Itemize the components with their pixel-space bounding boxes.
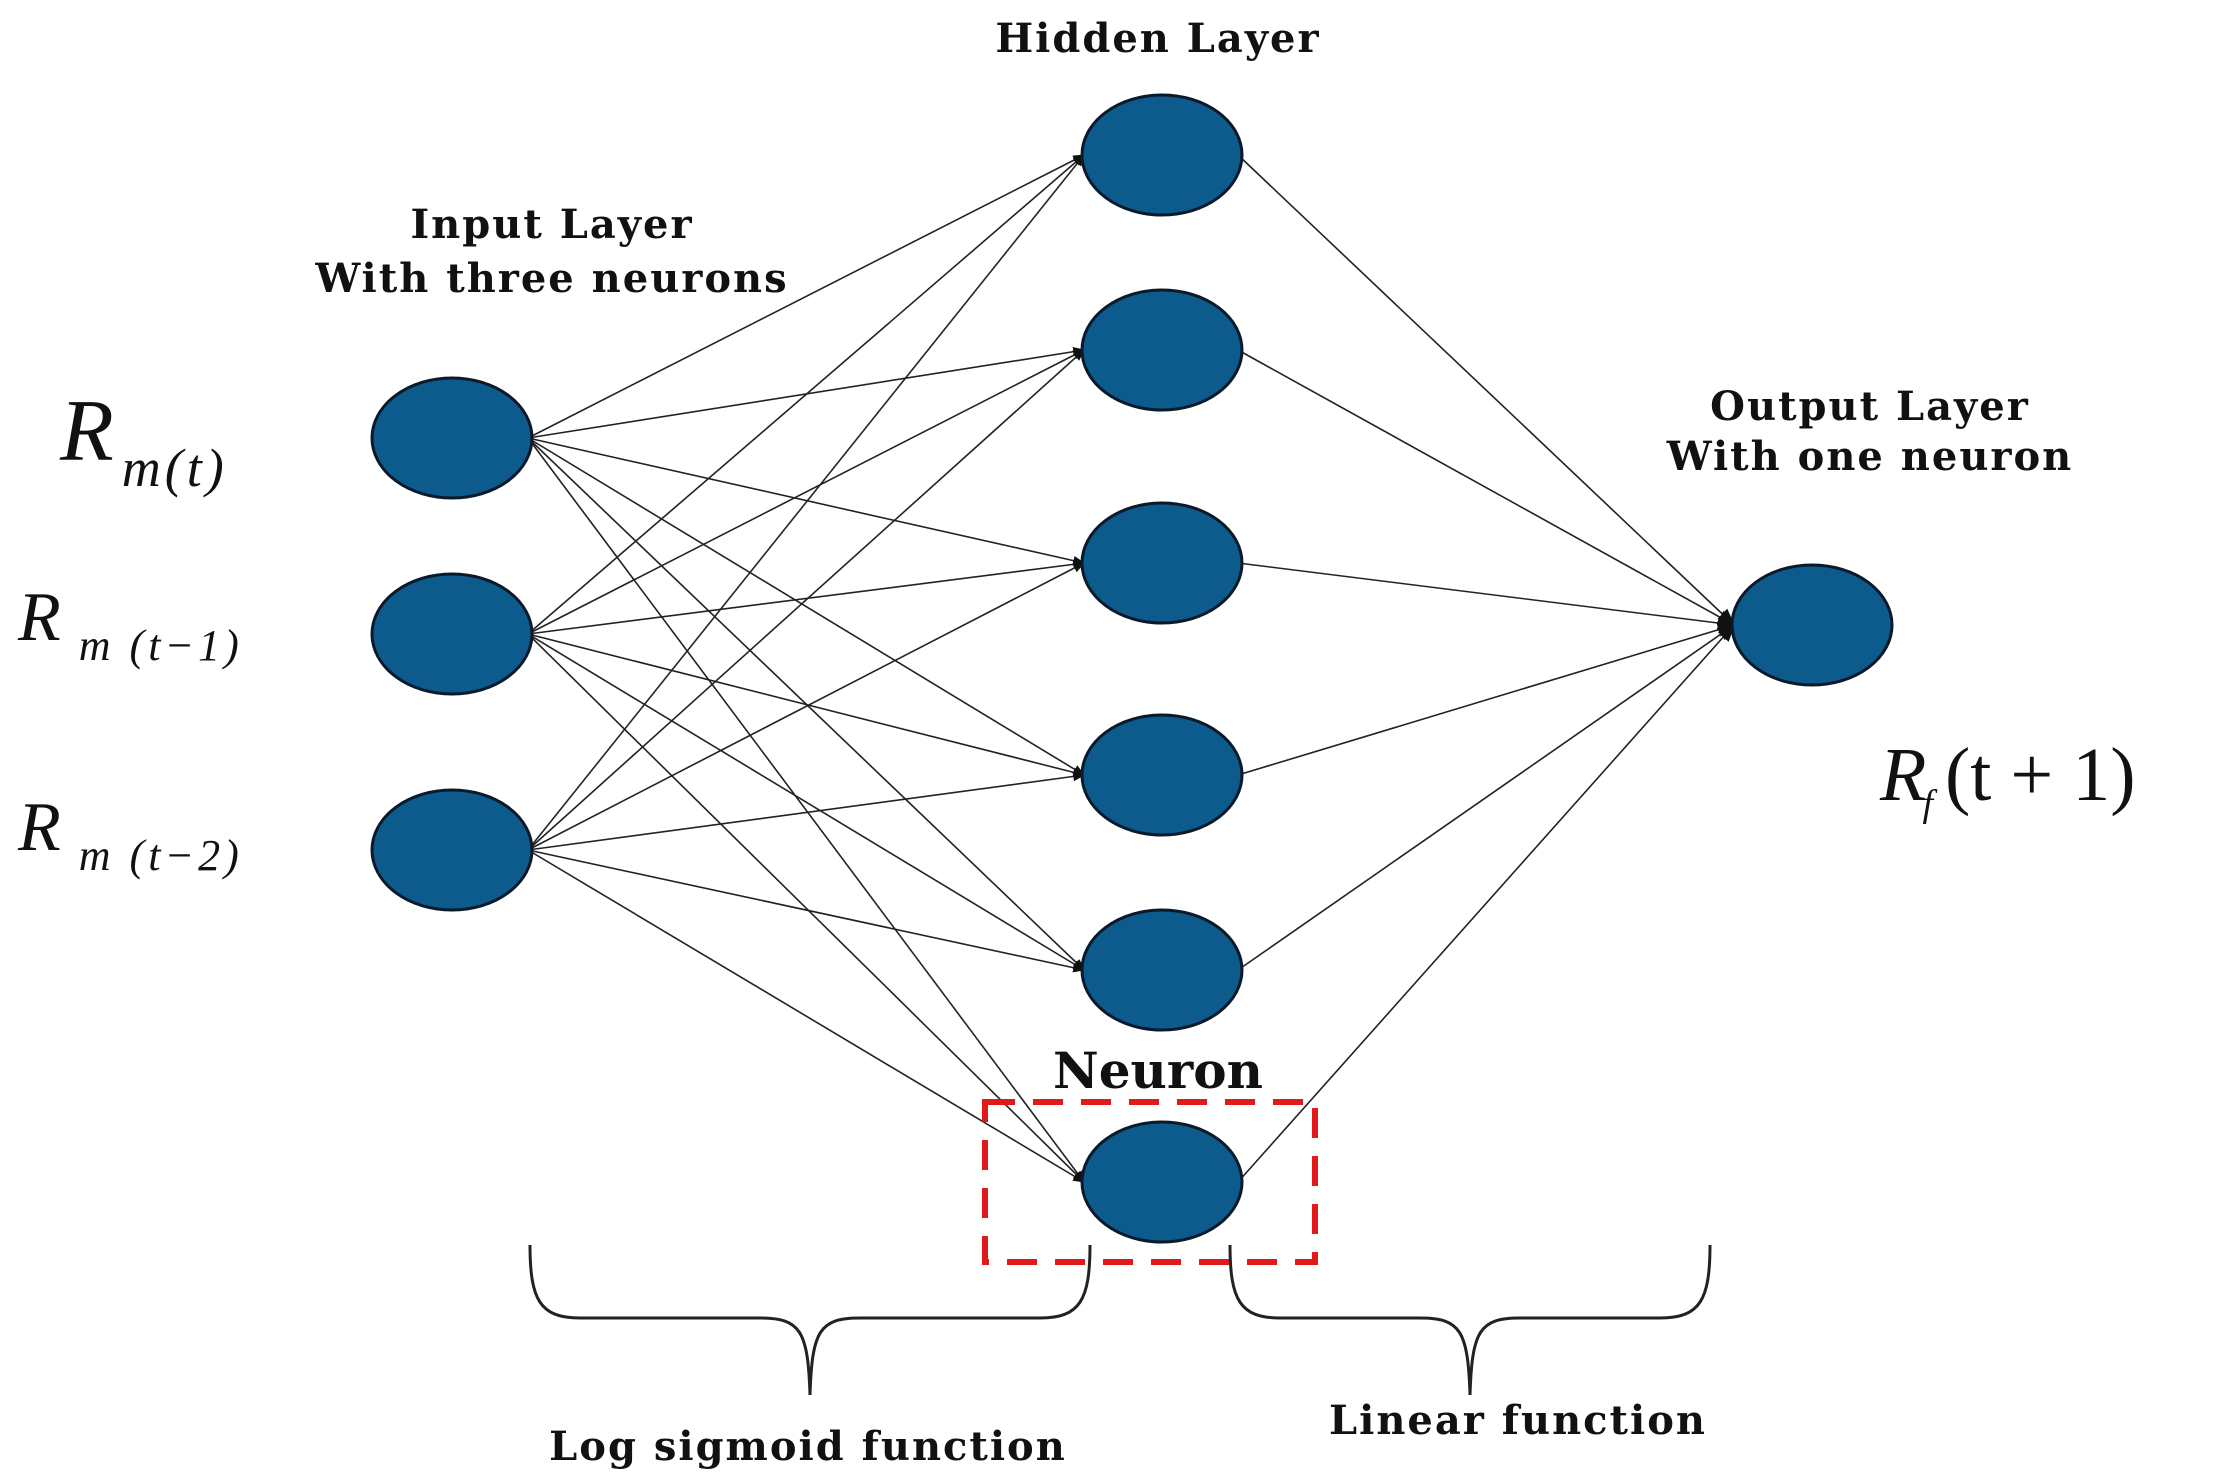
input-layer-subtitle: With three neurons [314, 255, 788, 302]
connection-edge [527, 562, 1086, 851]
linear-brace [1228, 1244, 1712, 1396]
hidden-neuron [1080, 713, 1244, 837]
connection-edge [527, 349, 1085, 851]
connection-edge [527, 633, 1086, 971]
hidden-neuron [1080, 908, 1244, 1032]
connection-edge [1237, 349, 1736, 626]
neuron-highlight-box [982, 1099, 1318, 1265]
connection-edge [527, 154, 1086, 439]
hidden-to-output-connections [1237, 154, 1736, 1183]
connection-edge [527, 437, 1085, 1183]
connection-edge [527, 849, 1086, 973]
connection-edge [1237, 562, 1736, 631]
connection-edge [527, 437, 1086, 776]
input-neuron [370, 572, 534, 696]
hidden-neuron [1080, 288, 1244, 412]
connection-edge [527, 633, 1086, 777]
input-neuron [370, 788, 534, 912]
connection-edge [527, 633, 1085, 1183]
output-layer [1730, 563, 1894, 687]
input-var-rmt1: R m (t−1) [17, 579, 243, 670]
output-var-rf: R f (t + 1) [1879, 733, 2136, 825]
input-layer [370, 376, 534, 912]
hidden-layer-title: Hidden Layer [995, 15, 1320, 62]
connection-edge [1237, 154, 1736, 627]
input-layer-title: Input Layer [410, 201, 693, 248]
input-var-rmt: R m(t) [59, 383, 228, 498]
connection-edge [527, 437, 1086, 566]
connection-edge [527, 349, 1086, 635]
connection-edge [527, 154, 1085, 635]
connection-edge [1237, 622, 1736, 776]
output-neuron [1730, 563, 1894, 687]
connection-edge [527, 771, 1086, 851]
input-to-hidden-connections [527, 154, 1086, 1183]
hidden-neuron [1080, 1120, 1244, 1244]
connection-edge [1237, 623, 1736, 971]
hidden-layer [1080, 93, 1244, 1244]
output-layer-title: Output Layer [1710, 383, 2030, 430]
output-layer-subtitle: With one neuron [1666, 433, 2073, 480]
connection-edge [527, 154, 1085, 851]
neuron-label: Neuron [1053, 1041, 1263, 1100]
connection-edge [1237, 623, 1736, 1183]
hidden-neuron [1080, 501, 1244, 625]
connection-edge [527, 559, 1086, 635]
log-sigmoid-label: Log sigmoid function [549, 1423, 1067, 1470]
connection-edge [527, 849, 1086, 1183]
input-neuron [370, 376, 534, 500]
linear-function-label: Linear function [1329, 1397, 1707, 1444]
log-sigmoid-brace [528, 1244, 1092, 1396]
input-var-rmt2: R m (t−2) [17, 789, 243, 880]
hidden-neuron [1080, 93, 1244, 217]
